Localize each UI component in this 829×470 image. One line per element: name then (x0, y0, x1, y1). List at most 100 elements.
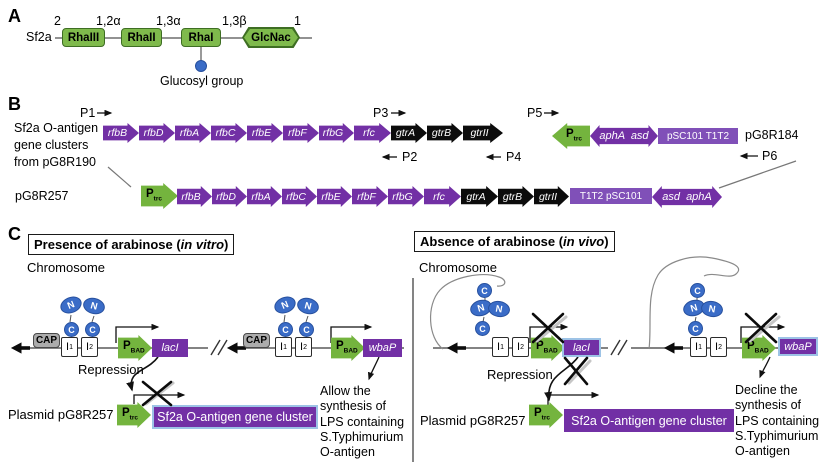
right-note-text: Decline the synthesis of LPS containing … (735, 383, 820, 459)
gene-arrow-rfbB-row2: rfbB (177, 186, 212, 207)
dna-break-left (208, 339, 231, 357)
wbap-gene-box: wbaP (363, 339, 402, 357)
arac-c-subunit: C (690, 283, 705, 298)
psc101-t1t2-box: pSC101 T1T2 (658, 128, 738, 144)
gene-arrow-gtrII-row2: gtrII (534, 186, 569, 207)
pbad-sub: BAD (543, 347, 558, 355)
sugar-glcnac: GlcNac (242, 27, 300, 48)
cap-box: CAP (33, 333, 60, 348)
ptrc-p: P (146, 188, 154, 201)
pbad-sub: BAD (130, 347, 145, 355)
linkage-label-13a: 1,3α (156, 14, 181, 28)
dna-loops (429, 256, 740, 350)
arac-c-subunit: C (477, 283, 492, 298)
ptrc-sub: trc (541, 414, 550, 422)
sugar-rhaii: RhaII (121, 28, 162, 47)
primer-arrows (97, 109, 758, 161)
gene-arrow-rfbA-row2: rfbA (247, 186, 282, 207)
pbad-sub: BAD (754, 347, 769, 355)
gene-arrow-rfbF-row2: rfbF (352, 186, 388, 207)
pg8r257-label: pG8R257 (15, 189, 69, 203)
panel-a-label: A (8, 6, 21, 26)
sf2a-cluster-box: Sf2a O-antigen gene cluster (152, 405, 318, 429)
gene-arrow-gtrA-row1: gtrA (391, 123, 427, 143)
gene-arrow-rfbC-row2: rfbC (282, 186, 317, 207)
right-repression-label: Repression (487, 367, 553, 382)
gene-arrow-gtrA-row2: gtrA (461, 186, 498, 207)
operator-letter: I (715, 341, 719, 353)
ptrc-p: P (566, 128, 574, 141)
left-title-prefix: Presence of arabinose ( (34, 237, 181, 252)
pbad-p: P (336, 340, 344, 353)
arac-c-subunit: C (688, 321, 703, 336)
gene-arrow-rfbD-row1: rfbD (139, 123, 175, 143)
gene-arrow-rfc-row1: rfc (354, 123, 391, 143)
operator-letter: I (497, 341, 501, 353)
left-plasmid-label: Plasmid pG8R257 (8, 407, 114, 422)
ptrc-sub: trc (153, 195, 162, 203)
arac-c-subunit: C (299, 322, 314, 337)
linkage-label-1: 1 (294, 14, 301, 28)
left-title-italic: in vitro (180, 237, 225, 252)
dna-break-right (608, 339, 631, 357)
apha-asd-cassette-arrow: aphA asd (590, 125, 658, 147)
wbap-gene-box: wbaP (778, 337, 818, 356)
cap-box: CAP (243, 333, 270, 348)
operator-sub: 1 (698, 343, 702, 351)
gene-arrow-rfbA-row1: rfbA (175, 123, 211, 143)
wbap-effect-arrows (367, 356, 771, 381)
right-condition-title: Absence of arabinose (in vivo) (414, 231, 615, 252)
arac-c-subunit: C (278, 322, 293, 337)
primer-p4-label: P4 (506, 150, 522, 164)
operator-letter: I (695, 341, 699, 353)
pg8r184-label: pG8R184 (745, 128, 799, 142)
arac-connectors (69, 298, 698, 323)
pbad-p: P (536, 340, 544, 353)
gene-arrow-rfbG-row1: rfbG (319, 123, 354, 143)
ptrc-p: P (534, 407, 542, 420)
plasmid-connector-lines (107, 160, 797, 189)
operator-letter: I (517, 341, 521, 353)
sf2a-cluster-box: Sf2a O-antigen gene cluster (564, 409, 734, 432)
arac-c-subunit: C (475, 321, 490, 336)
gene-arrow-rfbD-row2: rfbD (212, 186, 247, 207)
operator-letter: I (300, 341, 304, 353)
panel-c-label: C (8, 224, 21, 244)
operator-sub: 1 (283, 343, 287, 351)
dna-left-arrows (10, 342, 683, 354)
sugar-glcnac-label: GlcNac (244, 29, 298, 46)
gene-arrow-rfc-row2: rfc (424, 186, 461, 207)
operator-sub: 1 (500, 343, 504, 351)
right-plasmid-label: Plasmid pG8R257 (420, 413, 526, 428)
panel-b-label: B (8, 94, 21, 114)
operator-sub: 2 (520, 343, 524, 351)
linkage-label-2: 2 (54, 14, 61, 28)
operator-sub: 2 (303, 343, 307, 351)
gene-arrow-gtrB-row2: gtrB (498, 186, 534, 207)
right-title-suffix: ) (604, 234, 609, 249)
operator-sub: 2 (89, 343, 93, 351)
gene-arrow-rfbB-row1: rfbB (103, 123, 139, 143)
right-title-italic: in vivo (563, 234, 605, 249)
gene-arrow-rfbC-row1: rfbC (211, 123, 247, 143)
operator-letter: I (86, 341, 90, 353)
gene-arrow-rfbF-row1: rfbF (283, 123, 319, 143)
arac-c-subunit: C (85, 322, 100, 337)
left-title-suffix: ) (224, 237, 229, 252)
laci-gene-box: lacI (152, 339, 188, 357)
operator-sub: 2 (718, 343, 722, 351)
primer-p2-label: P2 (402, 150, 418, 164)
left-chromosome-label: Chromosome (27, 260, 106, 275)
left-note-text: Allow the synthesis of LPS containing S.… (320, 384, 405, 460)
gene-arrow-gtrII-row1: gtrII (463, 123, 503, 143)
sugar-rhaiii: RhaIII (62, 28, 105, 47)
linkage-label-12a: 1,2α (96, 14, 121, 28)
glucosyl-label: Glucosyl group (160, 74, 244, 88)
